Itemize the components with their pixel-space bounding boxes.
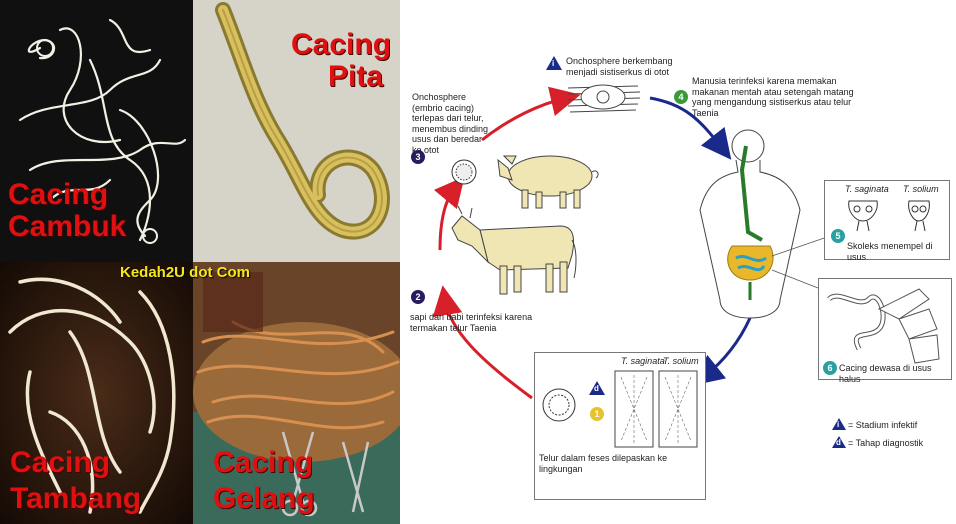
- step-5-badge: 5: [831, 229, 845, 243]
- photo-whipworm: Cacing Cambuk: [0, 0, 193, 262]
- whipworm-label-2: Cambuk: [8, 210, 127, 243]
- step-1-badge: 1: [590, 407, 604, 421]
- adult-worm-inset: 6 Cacing dewasa di usus halus: [818, 278, 952, 384]
- scolex-species-solium: T. solium: [903, 184, 939, 194]
- scolex-species-saginata: T. saginata: [845, 184, 889, 194]
- top-note-text: Onchosphere berkembang menjadi sistiserk…: [566, 56, 673, 77]
- scolex-inset: T. saginata T. solium 5 Skoleks menempel…: [824, 180, 950, 262]
- diagnostic-stage-icon: d: [589, 381, 605, 395]
- adult-worm-drawing: [827, 288, 940, 364]
- step-3-badge: 3: [411, 150, 425, 164]
- legend-diagnostic-text: = Tahap diagnostik: [848, 438, 924, 448]
- step-3-text: Onchosphere (embrio cacing) terlepas dar…: [412, 92, 489, 155]
- roundworm-label-2: Gelang: [213, 482, 315, 515]
- tapeworm-label-2: Pita: [328, 60, 384, 93]
- step-4-text: Manusia terinfeksi karena memakan makana…: [692, 76, 854, 118]
- step-2-text: sapi dan babi terinfeksi karena termakan…: [410, 312, 533, 333]
- step-2-badge: 2: [411, 290, 425, 304]
- pig: [497, 155, 599, 209]
- arrow-egg-to-animals: [432, 285, 533, 400]
- cyst-in-muscle: [567, 84, 641, 113]
- step-4-badge: 4: [674, 90, 688, 104]
- cow: [451, 205, 577, 295]
- watermark: Kedah2U dot Com: [120, 264, 251, 281]
- photo-hookworm: Cacing Tambang: [0, 262, 193, 524]
- whipworm-image: [0, 0, 193, 262]
- arrow-onchosphere-to-cyst: [481, 86, 581, 142]
- taenia-life-cycle-diagram: T. saginata T. solium d 1 Telur dalam fe…: [400, 0, 956, 524]
- photo-roundworm: Cacing Gelang: [193, 262, 400, 524]
- legend-infective-icon: i: [832, 418, 846, 430]
- step-1-text: Telur dalam feses dilepaskan ke lingkung…: [539, 453, 668, 474]
- photo-tapeworm: Cacing Pita: [193, 0, 400, 262]
- arrow-human-to-egg: [693, 317, 752, 386]
- hookworm-image: [0, 262, 193, 524]
- legend: i = Stadium infektif d = Tahap diagnosti…: [832, 418, 952, 454]
- whipworm-label-1: Cacing: [8, 178, 109, 211]
- egg-stage-box: T. saginata T. solium d 1 Telur dalam fe…: [534, 352, 706, 500]
- human-figure: [699, 129, 801, 319]
- tapeworm-label-1: Cacing: [291, 28, 392, 61]
- roundworm-label-1: Cacing: [213, 446, 314, 479]
- step-5-text: Skoleks menempel di usus: [847, 241, 933, 262]
- scolex-drawings: [848, 200, 930, 232]
- tapeworm-image: [193, 0, 400, 262]
- hookworm-label-2: Tambang: [10, 482, 142, 515]
- egg-and-proglottids: [542, 370, 698, 448]
- hookworm-label-1: Cacing: [10, 446, 111, 479]
- onchosphere: [451, 159, 477, 185]
- legend-diagnostic-icon: d: [832, 436, 846, 448]
- arrow-cyst-to-human: [649, 96, 732, 160]
- legend-infective-text: = Stadium infektif: [848, 420, 918, 430]
- arrow-animals-to-onchosphere: [433, 176, 465, 251]
- egg-species-saginata: T. saginata: [621, 356, 665, 366]
- step-6-badge: 6: [823, 361, 837, 375]
- step-6-text: Cacing dewasa di usus halus: [839, 363, 932, 384]
- egg-species-solium: T. solium: [663, 356, 699, 366]
- cycle-drawing: [432, 84, 831, 400]
- roundworm-image: [193, 262, 400, 524]
- infective-stage-icon: i: [546, 56, 562, 70]
